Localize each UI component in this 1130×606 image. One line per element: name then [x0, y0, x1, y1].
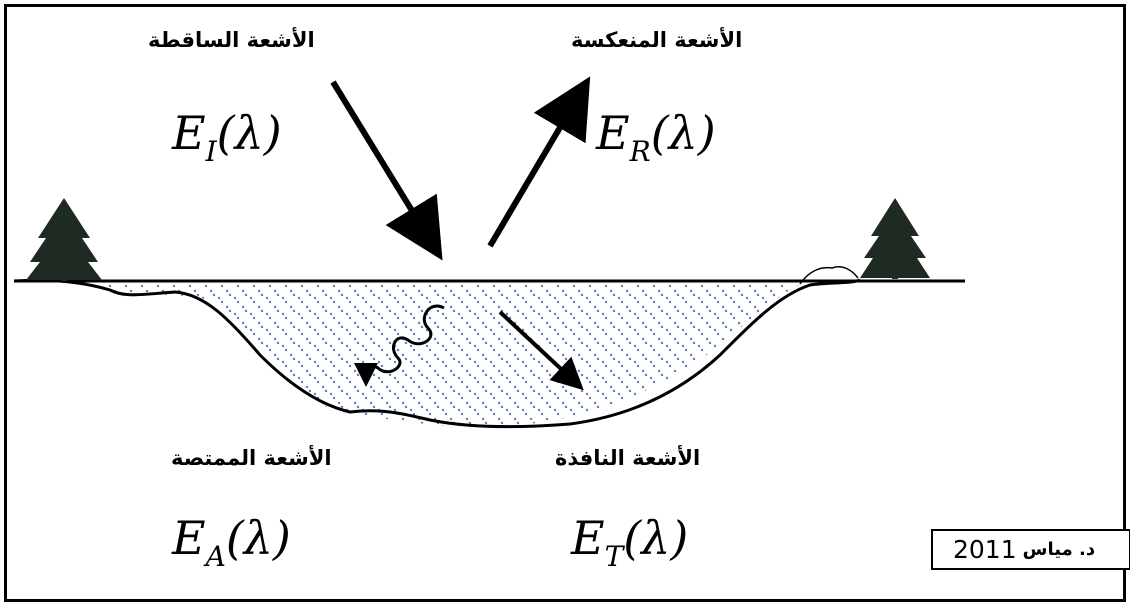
absorbed-wavy-arrow — [354, 304, 445, 387]
incident-arrow — [330, 80, 443, 261]
credit-year: 2011 — [953, 535, 1017, 564]
diagram-frame — [4, 4, 1126, 602]
incident-formula: EI(λ) — [172, 110, 282, 166]
reflected-formula-symbol: E — [596, 106, 630, 160]
absorbed-label: الأشعة الممتصة — [171, 446, 332, 470]
reflected-label: الأشعة المنعكسة — [571, 28, 743, 52]
absorbed-formula-symbol: E — [172, 511, 206, 565]
transmitted-formula-symbol: E — [571, 511, 605, 565]
water-body — [95, 284, 800, 427]
incident-formula-sub: I — [205, 135, 217, 168]
reflected-arrow — [487, 76, 591, 248]
reflected-formula: ER(λ) — [596, 110, 716, 166]
tree-left — [26, 198, 102, 281]
absorbed-formula: EA(λ) — [172, 515, 291, 571]
absorbed-formula-arg: (λ) — [225, 511, 291, 565]
incident-label: الأشعة الساقطة — [148, 28, 315, 52]
credit-box: 2011 د. مياس — [931, 529, 1130, 570]
reflected-formula-arg: (λ) — [650, 106, 716, 160]
tree-right — [860, 198, 930, 279]
incident-formula-arg: (λ) — [216, 106, 282, 160]
transmitted-arrow — [498, 310, 584, 391]
transmitted-formula: ET(λ) — [571, 515, 688, 571]
credit-name: د. مياس — [1022, 539, 1096, 560]
incident-formula-symbol: E — [172, 106, 206, 160]
transmitted-label: الأشعة النافذة — [555, 446, 701, 470]
transmitted-formula-sub: T — [604, 540, 624, 573]
absorbed-formula-sub: A — [205, 540, 226, 573]
basin-outline — [13, 278, 861, 429]
transmitted-formula-arg: (λ) — [623, 511, 689, 565]
bush-outline — [799, 266, 859, 285]
reflected-formula-sub: R — [629, 135, 651, 168]
